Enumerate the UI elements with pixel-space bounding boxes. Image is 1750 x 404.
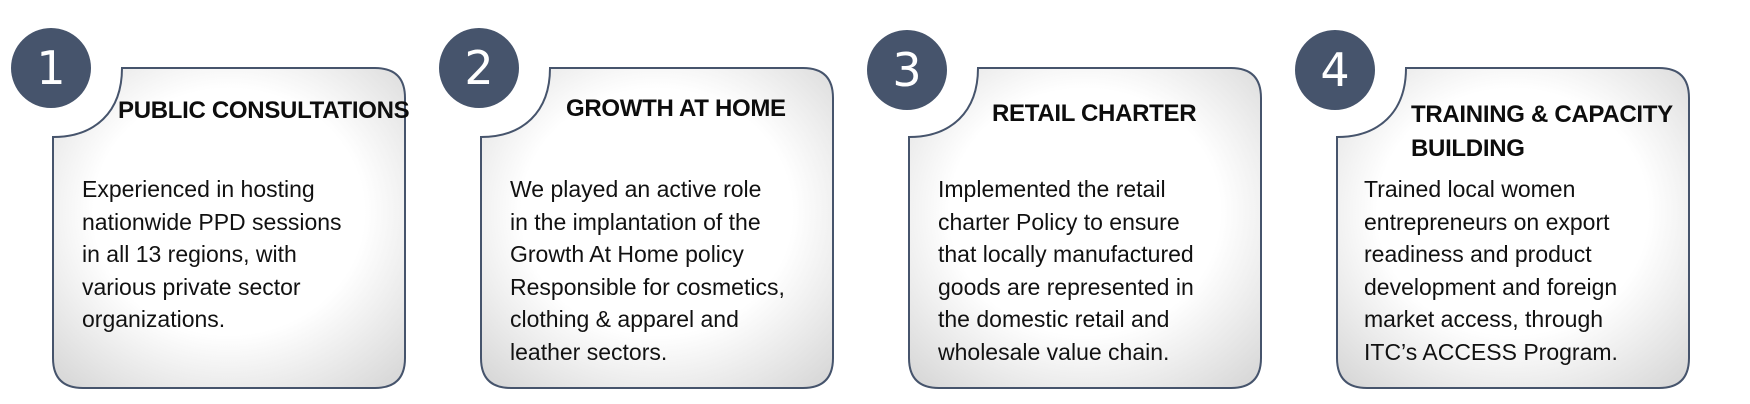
card-3-frame bbox=[908, 67, 1262, 389]
card-title: TRAINING & CAPACITY BUILDING bbox=[1411, 101, 1673, 162]
card-1-frame bbox=[52, 67, 406, 389]
card-training-capacity-building: 4 TRAINING & CAPACITY BUILDING Trained l… bbox=[1284, 0, 1704, 404]
step-number-badge: 1 bbox=[11, 28, 91, 108]
step-number-badge: 3 bbox=[867, 30, 947, 110]
card-public-consultations: 1 PUBLIC CONSULTATIONS Experienced in ho… bbox=[0, 0, 420, 404]
card-2-frame bbox=[480, 67, 834, 389]
card-description: Trained local women entrepreneurs on exp… bbox=[1364, 176, 1618, 365]
card-description: Implemented the retail charter Policy to… bbox=[938, 176, 1194, 365]
card-4-frame bbox=[1336, 67, 1690, 389]
card-title: PUBLIC CONSULTATIONS bbox=[118, 97, 410, 124]
step-number-badge: 2 bbox=[439, 28, 519, 108]
step-number-badge: 4 bbox=[1295, 30, 1375, 110]
card-title: RETAIL CHARTER bbox=[992, 100, 1197, 127]
card-growth-at-home: 2 GROWTH AT HOME We played an active rol… bbox=[428, 0, 848, 404]
card-title: GROWTH AT HOME bbox=[566, 95, 786, 122]
card-description: Experienced in hosting nationwide PPD se… bbox=[82, 176, 342, 332]
card-retail-charter: 3 RETAIL CHARTER Implemented the retail … bbox=[856, 0, 1276, 404]
card-description: We played an active role in the implanta… bbox=[510, 176, 785, 365]
